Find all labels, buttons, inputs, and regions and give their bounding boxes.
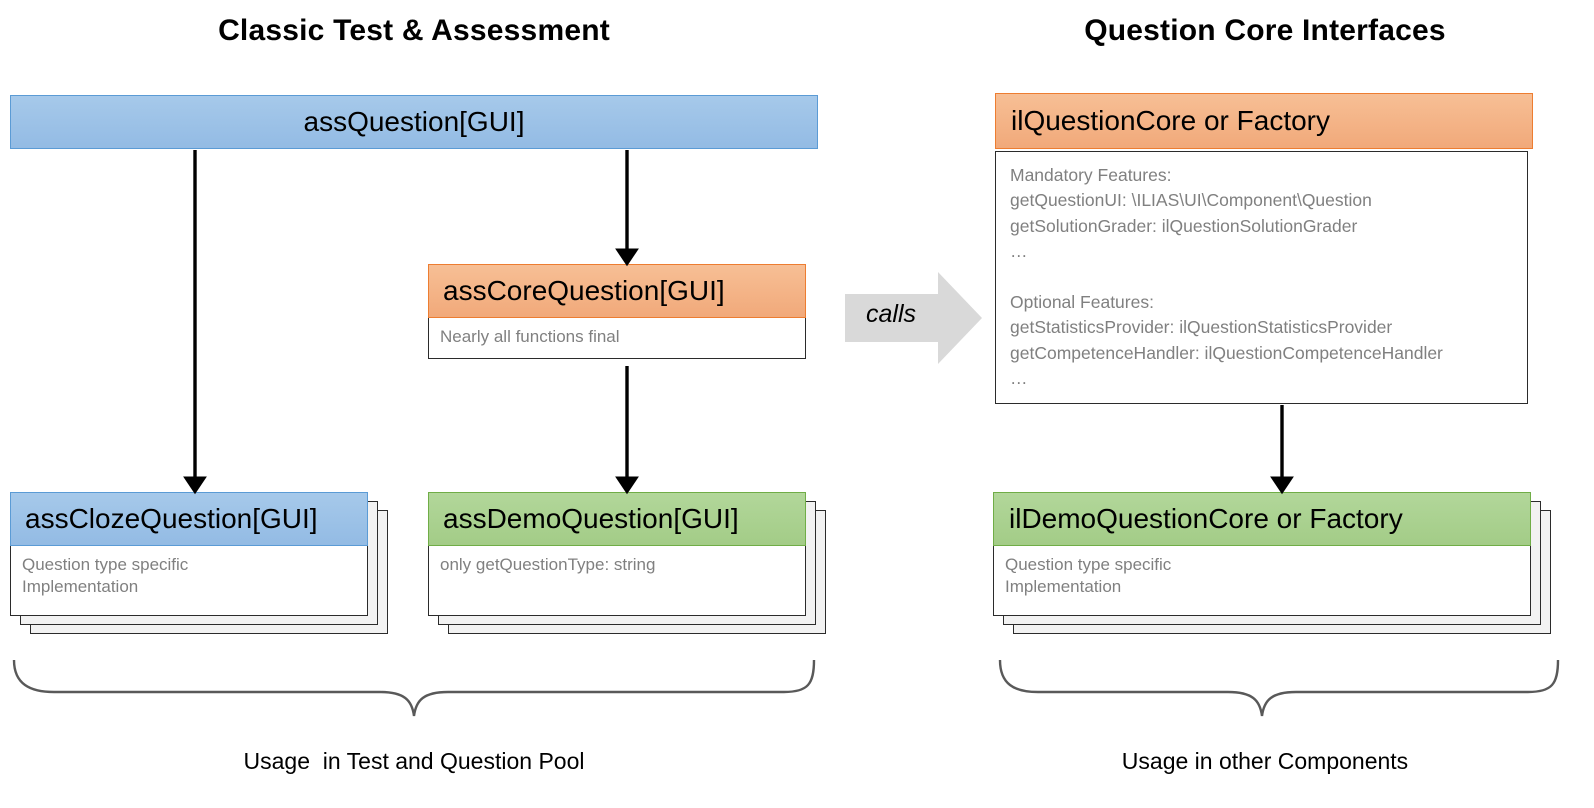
- node-ass-cloze-question-note: Question type specific Implementation: [10, 546, 368, 616]
- right-column-title: Question Core Interfaces: [1084, 14, 1446, 47]
- node-il-demo-question-core[interactable]: ilDemoQuestionCore or Factory Question t…: [993, 492, 1531, 616]
- node-ass-question-title: assQuestion[GUI]: [10, 95, 818, 149]
- node-il-demo-question-core-note: Question type specific Implementation: [993, 546, 1531, 616]
- node-il-demo-question-core-title: ilDemoQuestionCore or Factory: [993, 492, 1531, 546]
- node-ass-cloze-question-title: assClozeQuestion[GUI]: [10, 492, 368, 546]
- node-il-question-core[interactable]: ilQuestionCore or Factory: [995, 93, 1533, 149]
- left-usage-caption: Usage in Test and Question Pool: [243, 748, 585, 774]
- calls-label: calls: [866, 300, 917, 328]
- right-usage-caption: Usage in other Components: [1121, 748, 1409, 774]
- node-il-question-core-features: Mandatory Features: getQuestionUI: \ILIA…: [995, 151, 1528, 404]
- node-ass-core-question-note: Nearly all functions final: [428, 318, 806, 359]
- right-brace: [998, 659, 1560, 717]
- node-ass-core-question-title: assCoreQuestion[GUI]: [428, 264, 806, 318]
- left-brace: [12, 659, 816, 717]
- node-ass-cloze-question[interactable]: assClozeQuestion[GUI] Question type spec…: [10, 492, 368, 616]
- node-ass-core-question[interactable]: assCoreQuestion[GUI] Nearly all function…: [428, 264, 806, 359]
- node-ass-demo-question[interactable]: assDemoQuestion[GUI] only getQuestionTyp…: [428, 492, 806, 616]
- node-il-question-core-title: ilQuestionCore or Factory: [995, 93, 1533, 149]
- node-ass-question[interactable]: assQuestion[GUI]: [10, 95, 818, 149]
- left-column-title: Classic Test & Assessment: [218, 14, 610, 47]
- node-ass-demo-question-note: only getQuestionType: string: [428, 546, 806, 616]
- node-ass-demo-question-title: assDemoQuestion[GUI]: [428, 492, 806, 546]
